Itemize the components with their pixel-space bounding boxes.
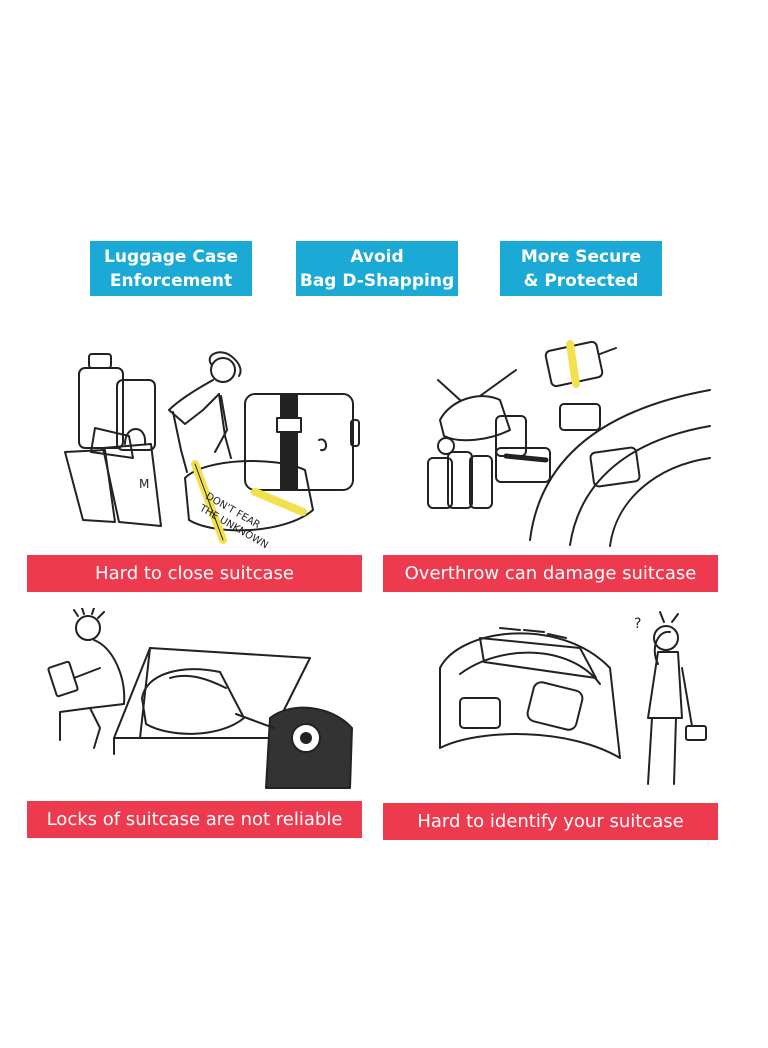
caption-overthrow: Overthrow can damage suitcase	[383, 555, 718, 592]
suitcase-icon	[526, 681, 584, 732]
person-head-icon	[76, 616, 100, 640]
badge-secure: More Secure & Protected	[500, 241, 662, 296]
badge-line2: Bag D-Shapping	[299, 270, 455, 291]
carousel-icon	[530, 390, 710, 540]
suitcase-icon	[245, 394, 353, 490]
svg-text:?: ?	[634, 616, 641, 632]
illustration-baggage-carousel	[420, 340, 720, 550]
suitcase-icon	[590, 447, 640, 487]
badge-line2: & Protected	[523, 270, 639, 291]
badge-line1: Luggage Case	[104, 246, 238, 267]
badge-line2: Enforcement	[109, 270, 233, 291]
shopping-bag-icon	[65, 450, 115, 522]
caption-locks: Locks of suitcase are not reliable	[27, 801, 362, 838]
illustration-thief	[30, 608, 360, 798]
suitcase-icon	[428, 458, 452, 508]
caption-identify: Hard to identify your suitcase	[383, 803, 718, 840]
case-letter: M	[139, 477, 149, 491]
badge-enforcement: Luggage Case Enforcement	[90, 241, 252, 296]
shopping-bag-icon	[103, 444, 161, 526]
tablet-icon	[48, 661, 78, 696]
illustration-packing-suitcase: M DON'T FEAR THE UNKNOWN	[55, 340, 385, 550]
suitcase-icon	[496, 416, 526, 456]
badge-line1: More Secure	[520, 246, 642, 267]
briefcase-icon	[686, 726, 706, 740]
person-head-icon	[654, 626, 678, 650]
suitcase-icon	[560, 404, 600, 430]
falling-person-icon	[440, 396, 510, 440]
caption-hard-to-close: Hard to close suitcase	[27, 555, 362, 592]
badge-line1: Avoid	[350, 246, 404, 267]
suitcase-icon	[142, 669, 244, 734]
badge-avoid-deshaping: Avoid Bag D-Shapping	[296, 241, 458, 296]
suitcase-icon	[117, 380, 155, 450]
suitcase-icon	[460, 698, 500, 728]
person-head-icon	[211, 358, 235, 382]
illustration-confused-traveler: ?	[420, 608, 720, 798]
